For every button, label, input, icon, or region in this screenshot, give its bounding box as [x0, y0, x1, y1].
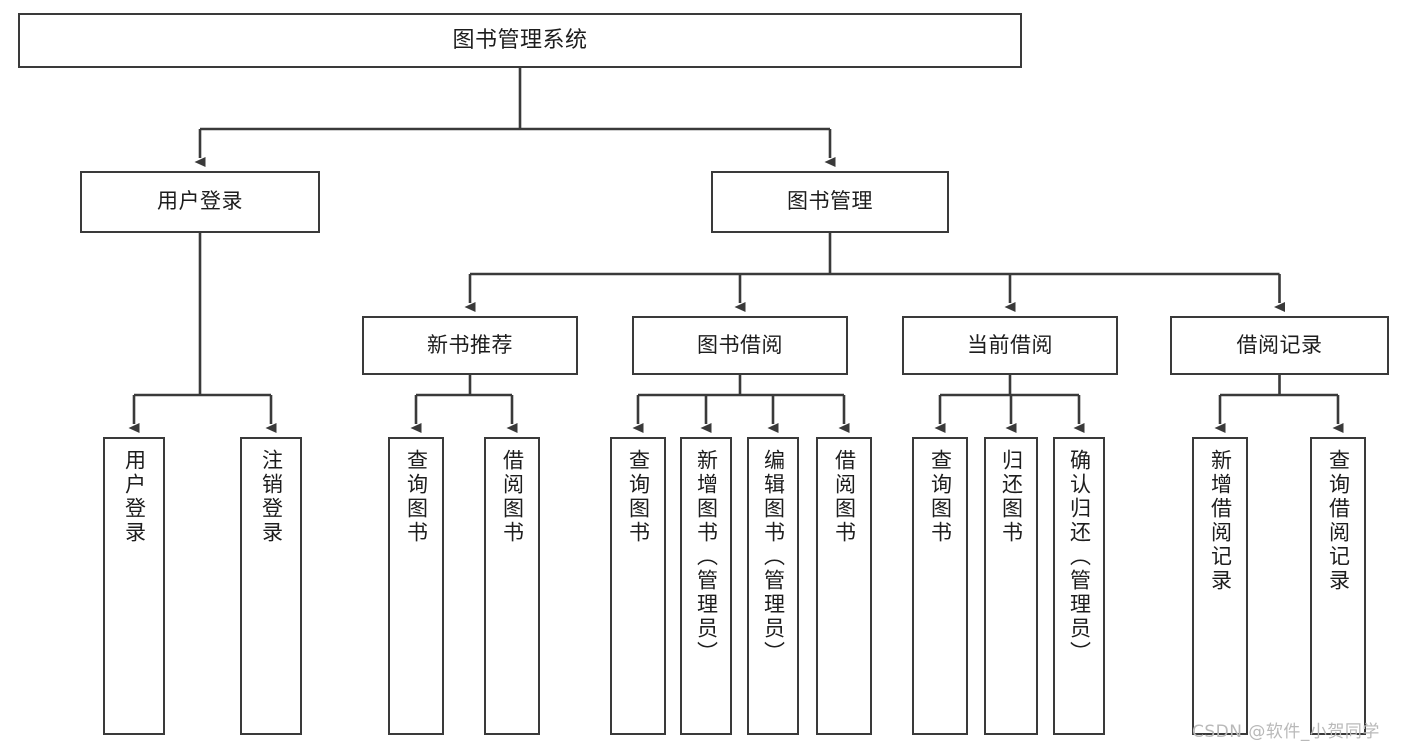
- leaf-query-book-3-label: 查询图书: [928, 449, 953, 545]
- leaf-user-logout[interactable]: 注销登录: [240, 437, 302, 735]
- node-root-label: 图书管理系统: [452, 27, 588, 53]
- leaf-add-borrow-record[interactable]: 新增借阅记录: [1192, 437, 1248, 735]
- node-user-login-label: 用户登录: [157, 189, 243, 214]
- node-borrow-record-label: 借阅记录: [1236, 332, 1323, 357]
- leaf-confirm-return-label: 确认归还（管理员）: [1067, 449, 1092, 665]
- node-current-borrow[interactable]: 当前借阅: [902, 316, 1118, 375]
- leaf-query-borrow-record-label: 查询借阅记录: [1326, 449, 1351, 593]
- leaf-edit-book[interactable]: 编辑图书（管理员）: [747, 437, 799, 735]
- node-new-book-recommend-label: 新书推荐: [427, 332, 513, 357]
- leaf-query-book-2-label: 查询图书: [626, 449, 651, 545]
- node-book-manage-label: 图书管理: [787, 189, 873, 214]
- node-user-login[interactable]: 用户登录: [80, 171, 320, 233]
- leaf-borrow-book-2[interactable]: 借阅图书: [816, 437, 872, 735]
- leaf-query-book-2[interactable]: 查询图书: [610, 437, 666, 735]
- node-book-borrow-label: 图书借阅: [697, 332, 783, 357]
- leaf-confirm-return[interactable]: 确认归还（管理员）: [1053, 437, 1105, 735]
- leaf-user-login[interactable]: 用户登录: [103, 437, 165, 735]
- node-current-borrow-label: 当前借阅: [967, 332, 1053, 357]
- leaf-return-book-label: 归还图书: [999, 449, 1024, 545]
- leaf-user-login-label: 用户登录: [122, 449, 147, 545]
- watermark: CSDN @软件_小贺同学: [1192, 722, 1380, 742]
- leaf-borrow-book-1-label: 借阅图书: [500, 449, 525, 545]
- node-new-book-recommend[interactable]: 新书推荐: [362, 316, 578, 375]
- leaf-add-book[interactable]: 新增图书（管理员）: [680, 437, 732, 735]
- leaf-query-borrow-record[interactable]: 查询借阅记录: [1310, 437, 1366, 735]
- leaf-borrow-book-1[interactable]: 借阅图书: [484, 437, 540, 735]
- leaf-query-book-3[interactable]: 查询图书: [912, 437, 968, 735]
- leaf-edit-book-label: 编辑图书（管理员）: [761, 449, 786, 665]
- node-root[interactable]: 图书管理系统: [18, 13, 1022, 68]
- leaf-add-borrow-record-label: 新增借阅记录: [1208, 449, 1233, 593]
- leaf-user-logout-label: 注销登录: [259, 449, 284, 545]
- leaf-add-book-label: 新增图书（管理员）: [694, 449, 719, 665]
- leaf-query-book-1[interactable]: 查询图书: [388, 437, 444, 735]
- node-book-manage[interactable]: 图书管理: [711, 171, 949, 233]
- leaf-query-book-1-label: 查询图书: [404, 449, 429, 545]
- node-borrow-record[interactable]: 借阅记录: [1170, 316, 1389, 375]
- leaf-borrow-book-2-label: 借阅图书: [832, 449, 857, 545]
- node-book-borrow[interactable]: 图书借阅: [632, 316, 848, 375]
- leaf-return-book[interactable]: 归还图书: [984, 437, 1038, 735]
